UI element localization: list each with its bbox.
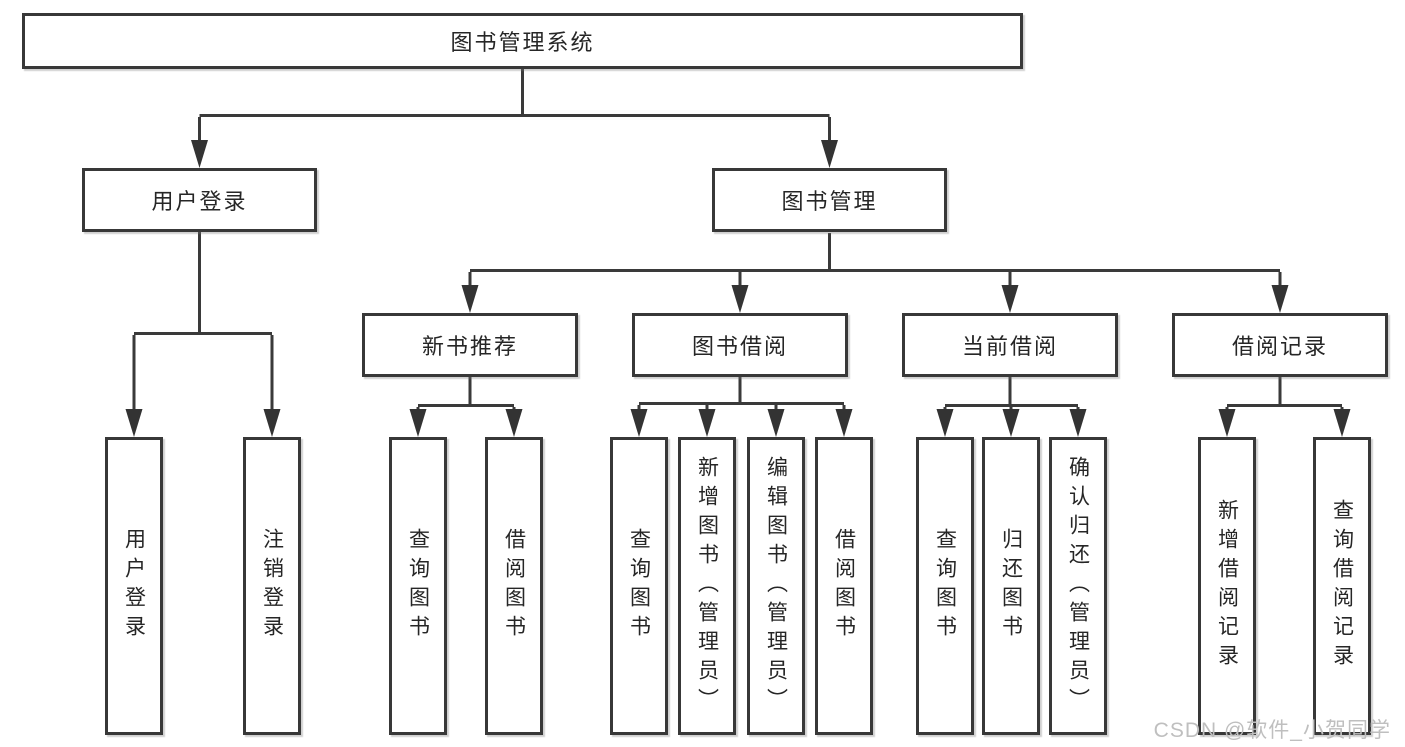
node-label: 图书管理 [781, 189, 878, 214]
node-new-book-recommend: 新书推荐 [362, 313, 578, 377]
connector-records-to-leaves [1218, 377, 1351, 437]
node-library-management-system: 图书管理系统 [22, 13, 1023, 69]
connector-currentborrow-to-leaves [936, 377, 1087, 437]
leaf-label: 编辑图书（管理员） [764, 455, 788, 717]
leaf-label: 注销登录 [260, 528, 284, 644]
leaf-borrow-add-book-admin: 新增图书（管理员） [678, 437, 736, 735]
leaf-current-return-book: 归还图书 [982, 437, 1040, 735]
node-book-management: 图书管理 [712, 168, 947, 232]
leaf-current-confirm-return-admin: 确认归还（管理员） [1049, 437, 1107, 735]
leaf-logout-login: 注销登录 [243, 437, 301, 735]
leaf-label: 借阅图书 [832, 528, 856, 644]
leaf-borrow-query-book: 查询图书 [610, 437, 668, 735]
leaf-label: 查询图书 [406, 528, 430, 644]
node-borrow-records: 借阅记录 [1172, 313, 1388, 377]
connector-root-to-level2 [191, 69, 838, 168]
node-label: 当前借阅 [961, 334, 1058, 359]
leaf-records-query-record: 查询借阅记录 [1313, 437, 1371, 735]
leaf-records-add-record: 新增借阅记录 [1198, 437, 1256, 735]
leaf-label: 查询借阅记录 [1330, 499, 1354, 673]
connector-userlogin-to-leaves [125, 232, 281, 437]
leaf-label: 借阅图书 [502, 528, 526, 644]
leaf-borrow-edit-book-admin: 编辑图书（管理员） [747, 437, 805, 735]
node-current-borrow: 当前借阅 [902, 313, 1118, 377]
leaf-borrow-borrow-book: 借阅图书 [815, 437, 873, 735]
connector-bookmgmt-to-level3 [461, 233, 1289, 313]
node-label: 图书管理系统 [450, 30, 595, 55]
leaf-label: 归还图书 [999, 528, 1023, 644]
leaf-recommend-query-book: 查询图书 [389, 437, 447, 735]
node-book-borrow: 图书借阅 [632, 313, 848, 377]
leaf-label: 用户登录 [122, 528, 146, 644]
node-label: 用户登录 [151, 189, 248, 214]
node-label: 图书借阅 [691, 334, 788, 359]
leaf-user-login: 用户登录 [105, 437, 163, 735]
node-label: 借阅记录 [1231, 334, 1328, 359]
connector-bookborrow-to-leaves [630, 377, 853, 437]
leaf-current-query-book: 查询图书 [916, 437, 974, 735]
leaf-label: 确认归还（管理员） [1066, 455, 1090, 717]
node-user-login: 用户登录 [82, 168, 317, 232]
csdn-watermark: CSDN @软件_小贺同学 [1153, 719, 1391, 742]
leaf-label: 新增图书（管理员） [695, 455, 719, 717]
leaf-recommend-borrow-book: 借阅图书 [485, 437, 543, 735]
leaf-label: 新增借阅记录 [1215, 499, 1239, 673]
node-label: 新书推荐 [421, 334, 518, 359]
leaf-label: 查询图书 [933, 528, 957, 644]
leaf-label: 查询图书 [627, 528, 651, 644]
connector-recommend-to-leaves [409, 377, 523, 437]
